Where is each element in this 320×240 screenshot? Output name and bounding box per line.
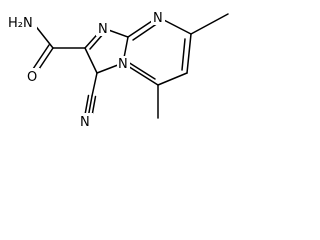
bond-amideN-carbonylC (33, 23, 54, 49)
atom-label-nitrile-n: N (80, 115, 90, 130)
atom-label-pyrimidine-n: N (153, 11, 163, 26)
bond-C7-C6 (186, 33, 192, 74)
atom-label-bridgehead-n: N (118, 57, 128, 72)
bond-C7-methyl (190, 13, 229, 35)
bond-carbonylC-O-2 (32, 44, 50, 70)
bond-C8a-N8-double (132, 22, 159, 41)
molecule-svg: H₂N O N N N N (7, 9, 229, 130)
bond-C7-C6-double (181, 38, 186, 71)
atom-label-amide-nh2: H₂N (8, 16, 33, 31)
bond-C3-nitrileC (91, 72, 98, 97)
bond-C5-N4-double (127, 61, 156, 80)
atom-label-carbonyl-o: O (27, 70, 37, 85)
structure-drawing: H₂N O N N N N (7, 9, 229, 130)
bond-C3-C2 (84, 47, 98, 74)
atom-label-imidazole-n: N (98, 22, 108, 37)
bond-C6-C5 (157, 72, 188, 86)
